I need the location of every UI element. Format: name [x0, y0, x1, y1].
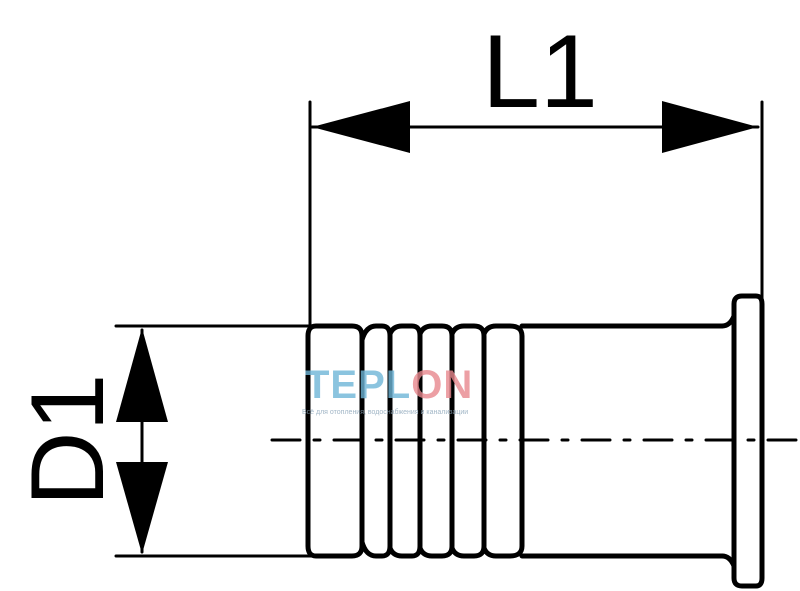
diameter-arrow-bottom [116, 462, 168, 554]
diameter-dimension: D1 [10, 324, 314, 558]
length-dimension: L1 [308, 14, 764, 330]
watermark-tagline: Всё для отопления, водоснабжения и канал… [302, 408, 468, 416]
diameter-label: D1 [10, 374, 126, 507]
tube-body [519, 323, 725, 559]
ridge-ring-3 [417, 323, 455, 559]
socket-end [305, 323, 365, 559]
watermark: TEPLON Всё для отопления, водоснабжения … [302, 363, 473, 416]
length-arrow-right [662, 101, 758, 153]
length-label: L1 [482, 14, 598, 130]
ridge-ring-1 [359, 323, 393, 559]
watermark-brand: TEPLON [305, 363, 473, 407]
watermark-brand-right: ON [411, 363, 473, 407]
length-arrow-left [312, 101, 410, 153]
diameter-arrow-top [116, 328, 168, 422]
watermark-brand-left: TEPL [305, 363, 411, 407]
end-collar [731, 293, 765, 589]
